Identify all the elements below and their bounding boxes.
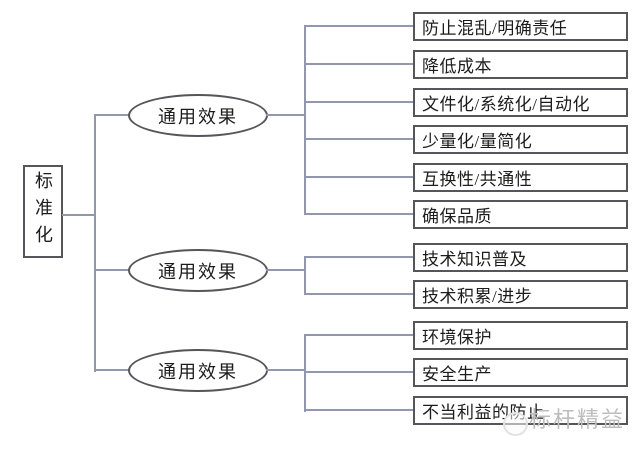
root-node: 标准化 xyxy=(23,165,63,258)
branch-node-2-label: 通用效果 xyxy=(158,261,238,282)
branch-node-1: 通用效果 xyxy=(128,94,268,137)
root-node-label: 标准化 xyxy=(33,171,53,252)
branch-node-1-label: 通用效果 xyxy=(158,106,238,127)
connector-trunk-vertical xyxy=(94,114,96,372)
leaf-node-reduce-cost: 降低成本 xyxy=(413,50,628,79)
leaf-label: 文件化/系统化/自动化 xyxy=(422,95,590,114)
connector-to-leaf-2 xyxy=(304,63,413,65)
branch-node-3: 通用效果 xyxy=(128,349,268,392)
connector-group-3-vertical xyxy=(304,334,306,412)
leaf-node-prevent-confusion: 防止混乱/明确责任 xyxy=(413,12,628,41)
connector-branch-2-to-group xyxy=(266,269,305,271)
connector-trunk-to-branch-2 xyxy=(94,269,130,271)
connector-root-to-trunk xyxy=(62,214,95,216)
leaf-node-simplification: 少量化/量简化 xyxy=(413,125,628,154)
leaf-label: 降低成本 xyxy=(422,57,492,76)
leaf-node-environment: 环境保护 xyxy=(413,321,628,350)
connector-to-leaf-3 xyxy=(304,101,413,103)
connector-to-leaf-9 xyxy=(304,334,413,336)
connector-to-leaf-4 xyxy=(304,138,413,140)
connector-to-leaf-5 xyxy=(304,176,413,178)
watermark-mascot-icon xyxy=(503,412,528,436)
leaf-label: 技术积累/进步 xyxy=(422,287,533,306)
connector-branch-3-to-group xyxy=(266,369,305,371)
connector-branch-1-to-group xyxy=(266,114,305,116)
leaf-node-documentation: 文件化/系统化/自动化 xyxy=(413,88,628,117)
watermark-text: 标杆精益 xyxy=(529,407,626,432)
leaf-label: 互换性/共通性 xyxy=(422,170,533,189)
leaf-label: 确保品质 xyxy=(422,207,492,226)
leaf-label: 防止混乱/明确责任 xyxy=(422,19,568,38)
leaf-label: 安全生产 xyxy=(422,365,492,384)
connector-to-leaf-1 xyxy=(304,25,413,27)
leaf-node-knowledge-spread: 技术知识普及 xyxy=(413,243,628,272)
connector-to-leaf-8 xyxy=(304,293,413,295)
connector-to-leaf-7 xyxy=(304,256,413,258)
connector-to-leaf-10 xyxy=(304,371,413,373)
branch-node-2: 通用效果 xyxy=(128,249,268,292)
connector-trunk-to-branch-1 xyxy=(94,114,130,116)
connector-trunk-to-branch-3 xyxy=(94,369,130,371)
connector-to-leaf-6 xyxy=(304,213,413,215)
leaf-label: 少量化/量简化 xyxy=(422,132,533,151)
connector-to-leaf-11 xyxy=(304,409,413,411)
leaf-label: 环境保护 xyxy=(422,328,492,347)
leaf-node-ensure-quality: 确保品质 xyxy=(413,200,628,229)
connector-group-1-vertical xyxy=(304,25,306,215)
connector-group-2-vertical xyxy=(304,256,306,295)
watermark: 标杆精益 xyxy=(503,404,625,436)
leaf-label: 技术知识普及 xyxy=(422,250,527,269)
leaf-node-safety: 安全生产 xyxy=(413,358,628,387)
leaf-node-tech-progress: 技术积累/进步 xyxy=(413,280,628,309)
leaf-node-interchangeability: 互换性/共通性 xyxy=(413,163,628,192)
branch-node-3-label: 通用效果 xyxy=(158,361,238,382)
